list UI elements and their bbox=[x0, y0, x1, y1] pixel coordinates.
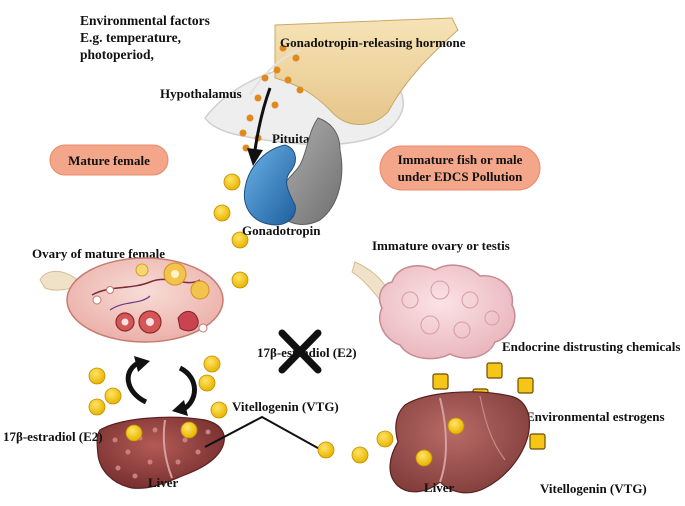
e2-particles-left bbox=[88, 355, 228, 419]
immature-fish-pill: Immature fish or male under EDCS Polluti… bbox=[379, 145, 541, 191]
vtg-right-label: Vitellogenin (VTG) bbox=[540, 481, 647, 496]
immature-ovary-illustration bbox=[351, 261, 516, 360]
immature-ovary-label: Immature ovary or testis bbox=[372, 238, 510, 253]
ovary-mature-label: Ovary of mature female bbox=[32, 246, 165, 261]
mature-female-pill-label: Mature female bbox=[68, 153, 150, 168]
vtg-center-label: Vitellogenin (VTG) bbox=[232, 399, 339, 414]
immature-fish-pill-line2: under EDCS Pollution bbox=[398, 169, 524, 184]
gnrh-label: Gonadotropin-releasing hormone bbox=[280, 35, 466, 50]
liver-left-label: Liver bbox=[148, 475, 179, 490]
immature-fish-pill-line1: Immature fish or male bbox=[398, 152, 523, 167]
hypothalamus-shape bbox=[274, 17, 459, 125]
vtg-connector-line bbox=[204, 415, 326, 453]
mature-ovary-illustration bbox=[39, 257, 224, 343]
cross-mark-icon bbox=[278, 329, 322, 374]
environmental-factors-label: Environmental factors bbox=[80, 13, 210, 28]
vtg-particles bbox=[317, 430, 394, 464]
environmental-estrogens-label: Environmental estrogens bbox=[526, 409, 665, 424]
mature-female-pill: Mature female bbox=[49, 144, 169, 176]
brain-illustration bbox=[204, 17, 459, 146]
e2-particles-on-liver bbox=[125, 421, 198, 442]
environmental-factors-example-label-2: photoperiod, bbox=[80, 47, 154, 62]
environmental-factors-example-label: E.g. temperature, bbox=[80, 30, 181, 45]
gnrh-arrow bbox=[247, 87, 272, 166]
hypothalamus-label: Hypothalamus bbox=[160, 86, 242, 101]
e2-left-label: 17β-estradiol (E2) bbox=[3, 429, 103, 444]
vtg-particles-right-liver bbox=[415, 417, 465, 467]
e2-center-label: 17β-estradiol (E2) bbox=[257, 345, 357, 360]
gonadotropin-label: Gonadotropin bbox=[242, 223, 321, 238]
circular-arrows-icon bbox=[125, 356, 197, 416]
gonadotropin-particles bbox=[213, 173, 249, 289]
pituitary-gland bbox=[243, 117, 343, 226]
liver-right-label: Liver bbox=[424, 480, 455, 495]
edc-label: Endocrine distrusting chemicals bbox=[502, 339, 680, 354]
liver-right-illustration bbox=[389, 391, 531, 494]
